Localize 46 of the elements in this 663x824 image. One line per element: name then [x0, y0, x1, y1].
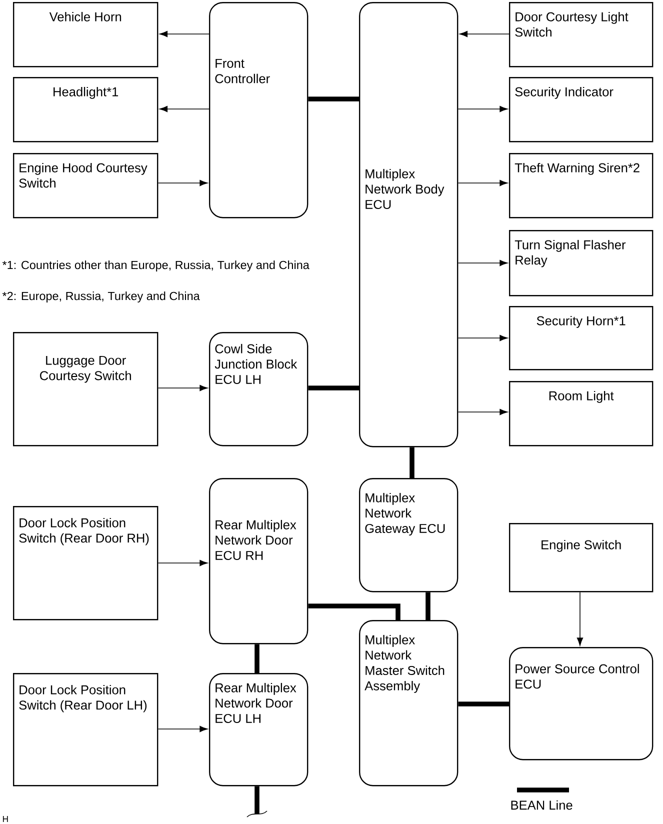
bus-line	[426, 592, 430, 620]
ecu-box: Cowl Side Junction Block ECU LH	[209, 332, 308, 446]
bus-line	[308, 604, 400, 620]
bus-line	[308, 386, 359, 390]
footnote: *1: Countries other than Europe, Russia, Turkey and China	[2, 260, 310, 272]
footnote: *2: Europe, Russia, Turkey and China	[2, 292, 200, 302]
component-box: Security Indicator	[509, 77, 654, 142]
component-box: Door Lock Position Switch (Rear Door RH)	[13, 506, 158, 620]
ecu-box: Power Source Control ECU	[509, 647, 654, 760]
component-box: Engine Hood Courtesy Switch	[13, 153, 158, 218]
figure-code: H	[2, 816, 8, 822]
ecu-box: Rear Multiplex Network Door ECU LH	[209, 673, 308, 786]
component-box: Door Courtesy Light Switch	[509, 2, 654, 68]
bus-line	[308, 96, 359, 102]
component-box: Door Lock Position Switch (Rear Door LH)	[13, 673, 158, 786]
bus-line	[246, 786, 268, 818]
arrow	[576, 592, 584, 646]
arrow	[458, 334, 508, 342]
arrow	[458, 106, 508, 112]
component-box: Headlight*1	[13, 77, 158, 142]
arrow	[158, 180, 208, 186]
ecu-box: Rear Multiplex Network Door ECU RH	[209, 478, 308, 644]
ecu-box: Multiplex Network Gateway ECU	[359, 478, 458, 592]
arrow	[160, 30, 210, 38]
component-box: Room Light	[509, 381, 654, 446]
arrow	[158, 384, 208, 392]
arrow	[458, 260, 508, 266]
ecu-box: Multiplex Network Body ECU	[359, 2, 458, 448]
arrow	[458, 180, 508, 186]
ecu-box: Multiplex Network Master Switch Assembly	[359, 620, 458, 786]
legend-label: BEAN Line	[511, 800, 572, 810]
arrow	[160, 106, 210, 112]
arrow	[158, 560, 208, 566]
bus-line	[410, 447, 414, 478]
bus-line	[254, 644, 260, 673]
component-box: Engine Switch	[509, 523, 654, 592]
ecu-box: Front Controller	[209, 2, 308, 218]
component-box: Luggage Door Courtesy Switch	[13, 332, 158, 446]
component-box: Vehicle Horn	[13, 2, 158, 68]
component-box: Theft Warning Siren*2	[509, 153, 654, 218]
component-box: Security Horn*1	[509, 306, 654, 370]
arrow	[460, 30, 510, 38]
arrow	[158, 726, 208, 732]
arrow	[458, 408, 508, 416]
component-box: Turn Signal Flasher Relay	[509, 230, 654, 296]
bus-line	[458, 702, 509, 706]
